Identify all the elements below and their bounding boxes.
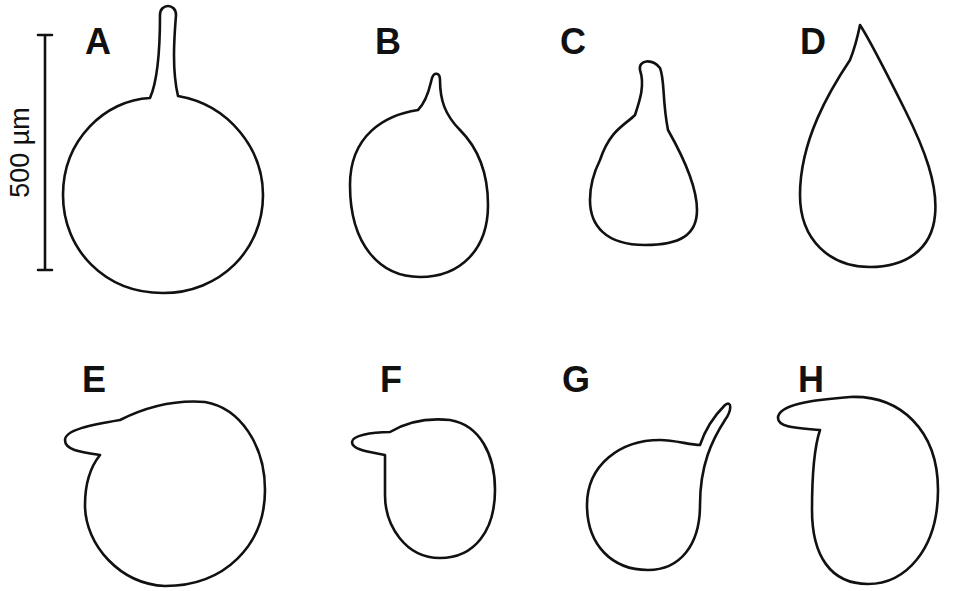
outline-d (800, 25, 935, 267)
panel-letter: D (800, 24, 826, 60)
panel-letter: C (560, 24, 586, 60)
panel-letter: H (798, 362, 824, 398)
panel-letter: A (85, 24, 111, 60)
panel-letter: G (562, 362, 590, 398)
panel-letter: B (375, 24, 401, 60)
panel-letter: F (380, 362, 402, 398)
outline-a (63, 6, 263, 293)
scale-bar (38, 35, 52, 270)
outline-f (352, 419, 495, 558)
scale-label: 500 µm (7, 107, 34, 198)
outline-g (587, 404, 730, 570)
panel-letter: E (82, 362, 106, 398)
outline-h (778, 397, 938, 584)
outline-c (590, 61, 697, 245)
outline-e (65, 402, 265, 586)
outline-b (350, 74, 488, 277)
